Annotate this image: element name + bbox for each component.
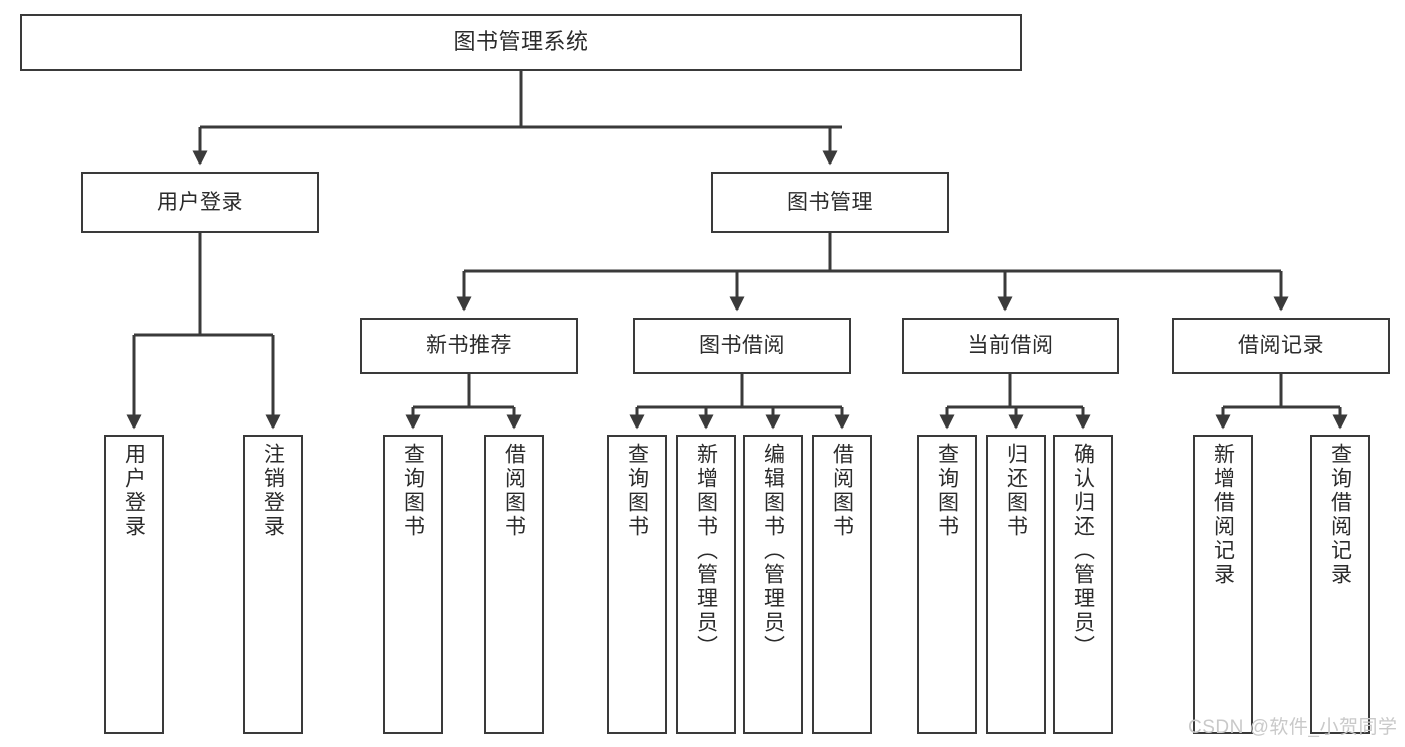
node-new-book-recommend[interactable]: 新书推荐 [360, 318, 578, 374]
node-label: 当前借阅 [967, 334, 1054, 358]
node-label: 图书管理系统 [453, 29, 589, 55]
node-book-borrow[interactable]: 图书借阅 [633, 318, 851, 374]
node-leaf-query-borrow-record[interactable]: 查询借阅记录 [1310, 435, 1370, 734]
node-leaf-query-book-2[interactable]: 查询图书 [607, 435, 667, 734]
node-label: 借阅图书 [830, 443, 854, 539]
node-borrow-record[interactable]: 借阅记录 [1172, 318, 1390, 374]
node-label: 新增图书（管理员） [694, 443, 718, 659]
node-label: 编辑图书（管理员） [761, 443, 785, 659]
node-label: 图书管理 [787, 190, 873, 214]
node-book-management-system[interactable]: 图书管理系统 [20, 14, 1022, 71]
watermark: CSDN @软件_小贺同学 [1188, 717, 1398, 738]
node-label: 归还图书 [1004, 443, 1028, 539]
node-label: 新增借阅记录 [1211, 443, 1235, 587]
node-leaf-user-login[interactable]: 用户登录 [104, 435, 164, 734]
node-label: 确认归还（管理员） [1071, 443, 1095, 659]
node-leaf-logout-login[interactable]: 注销登录 [243, 435, 303, 734]
node-label: 查询图书 [625, 443, 649, 539]
node-book-management[interactable]: 图书管理 [711, 172, 949, 233]
node-leaf-query-book-1[interactable]: 查询图书 [383, 435, 443, 734]
node-leaf-add-borrow-record[interactable]: 新增借阅记录 [1193, 435, 1253, 734]
node-leaf-edit-book-admin[interactable]: 编辑图书（管理员） [743, 435, 803, 734]
node-leaf-add-book-admin[interactable]: 新增图书（管理员） [676, 435, 736, 734]
node-label: 借阅图书 [502, 443, 526, 539]
node-label: 查询图书 [401, 443, 425, 539]
node-leaf-borrow-book-2[interactable]: 借阅图书 [812, 435, 872, 734]
node-leaf-borrow-book-1[interactable]: 借阅图书 [484, 435, 544, 734]
node-label: 注销登录 [261, 443, 285, 539]
node-label: 图书借阅 [699, 334, 785, 358]
node-leaf-confirm-return-admin[interactable]: 确认归还（管理员） [1053, 435, 1113, 734]
node-label: 用户登录 [157, 190, 243, 214]
node-label: 用户登录 [122, 443, 146, 539]
node-label: 新书推荐 [426, 334, 512, 358]
node-user-login[interactable]: 用户登录 [81, 172, 319, 233]
node-label: 查询借阅记录 [1328, 443, 1352, 587]
node-current-borrow[interactable]: 当前借阅 [902, 318, 1119, 374]
node-label: 借阅记录 [1238, 334, 1324, 358]
node-label: 查询图书 [935, 443, 959, 539]
node-leaf-return-book[interactable]: 归还图书 [986, 435, 1046, 734]
node-leaf-query-book-3[interactable]: 查询图书 [917, 435, 977, 734]
